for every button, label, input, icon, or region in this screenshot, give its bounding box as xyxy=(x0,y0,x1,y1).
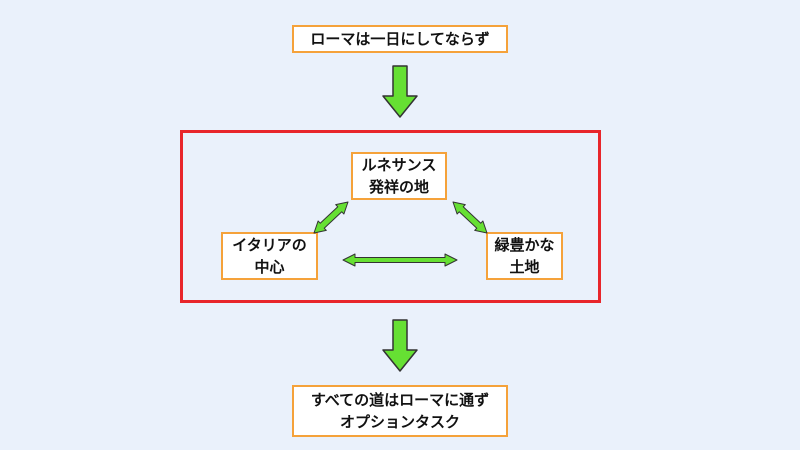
double-arrow-icon xyxy=(452,201,488,234)
bottom-text-line-2: オプションタスク xyxy=(339,413,460,431)
top-text-line-1: ローマは一日にしてならず xyxy=(310,30,490,48)
bottom-text-line-1: すべての道はローマに通ず xyxy=(310,391,490,409)
italy-center-line-2: 中心 xyxy=(254,258,285,276)
bottom-text-box: すべての道はローマに通ず オプションタスク xyxy=(292,385,508,437)
top-text-box: ローマは一日にしてならず xyxy=(292,25,508,53)
double-arrow-icon xyxy=(313,201,349,234)
green-land-line-2: 土地 xyxy=(509,258,540,276)
renaissance-line-2: 発祥の地 xyxy=(368,178,429,196)
renaissance-line-1: ルネサンス xyxy=(361,156,437,174)
green-land-line-1: 緑豊かな xyxy=(494,236,555,254)
italy-center-box: イタリアの 中心 xyxy=(221,232,318,280)
red-frame xyxy=(180,130,601,303)
double-arrow-icon xyxy=(342,253,458,267)
green-land-box: 緑豊かな 土地 xyxy=(486,232,563,280)
italy-center-line-1: イタリアの xyxy=(232,236,307,254)
down-arrow-icon xyxy=(382,65,418,118)
down-arrow-icon xyxy=(382,319,418,372)
renaissance-box: ルネサンス 発祥の地 xyxy=(351,152,447,200)
